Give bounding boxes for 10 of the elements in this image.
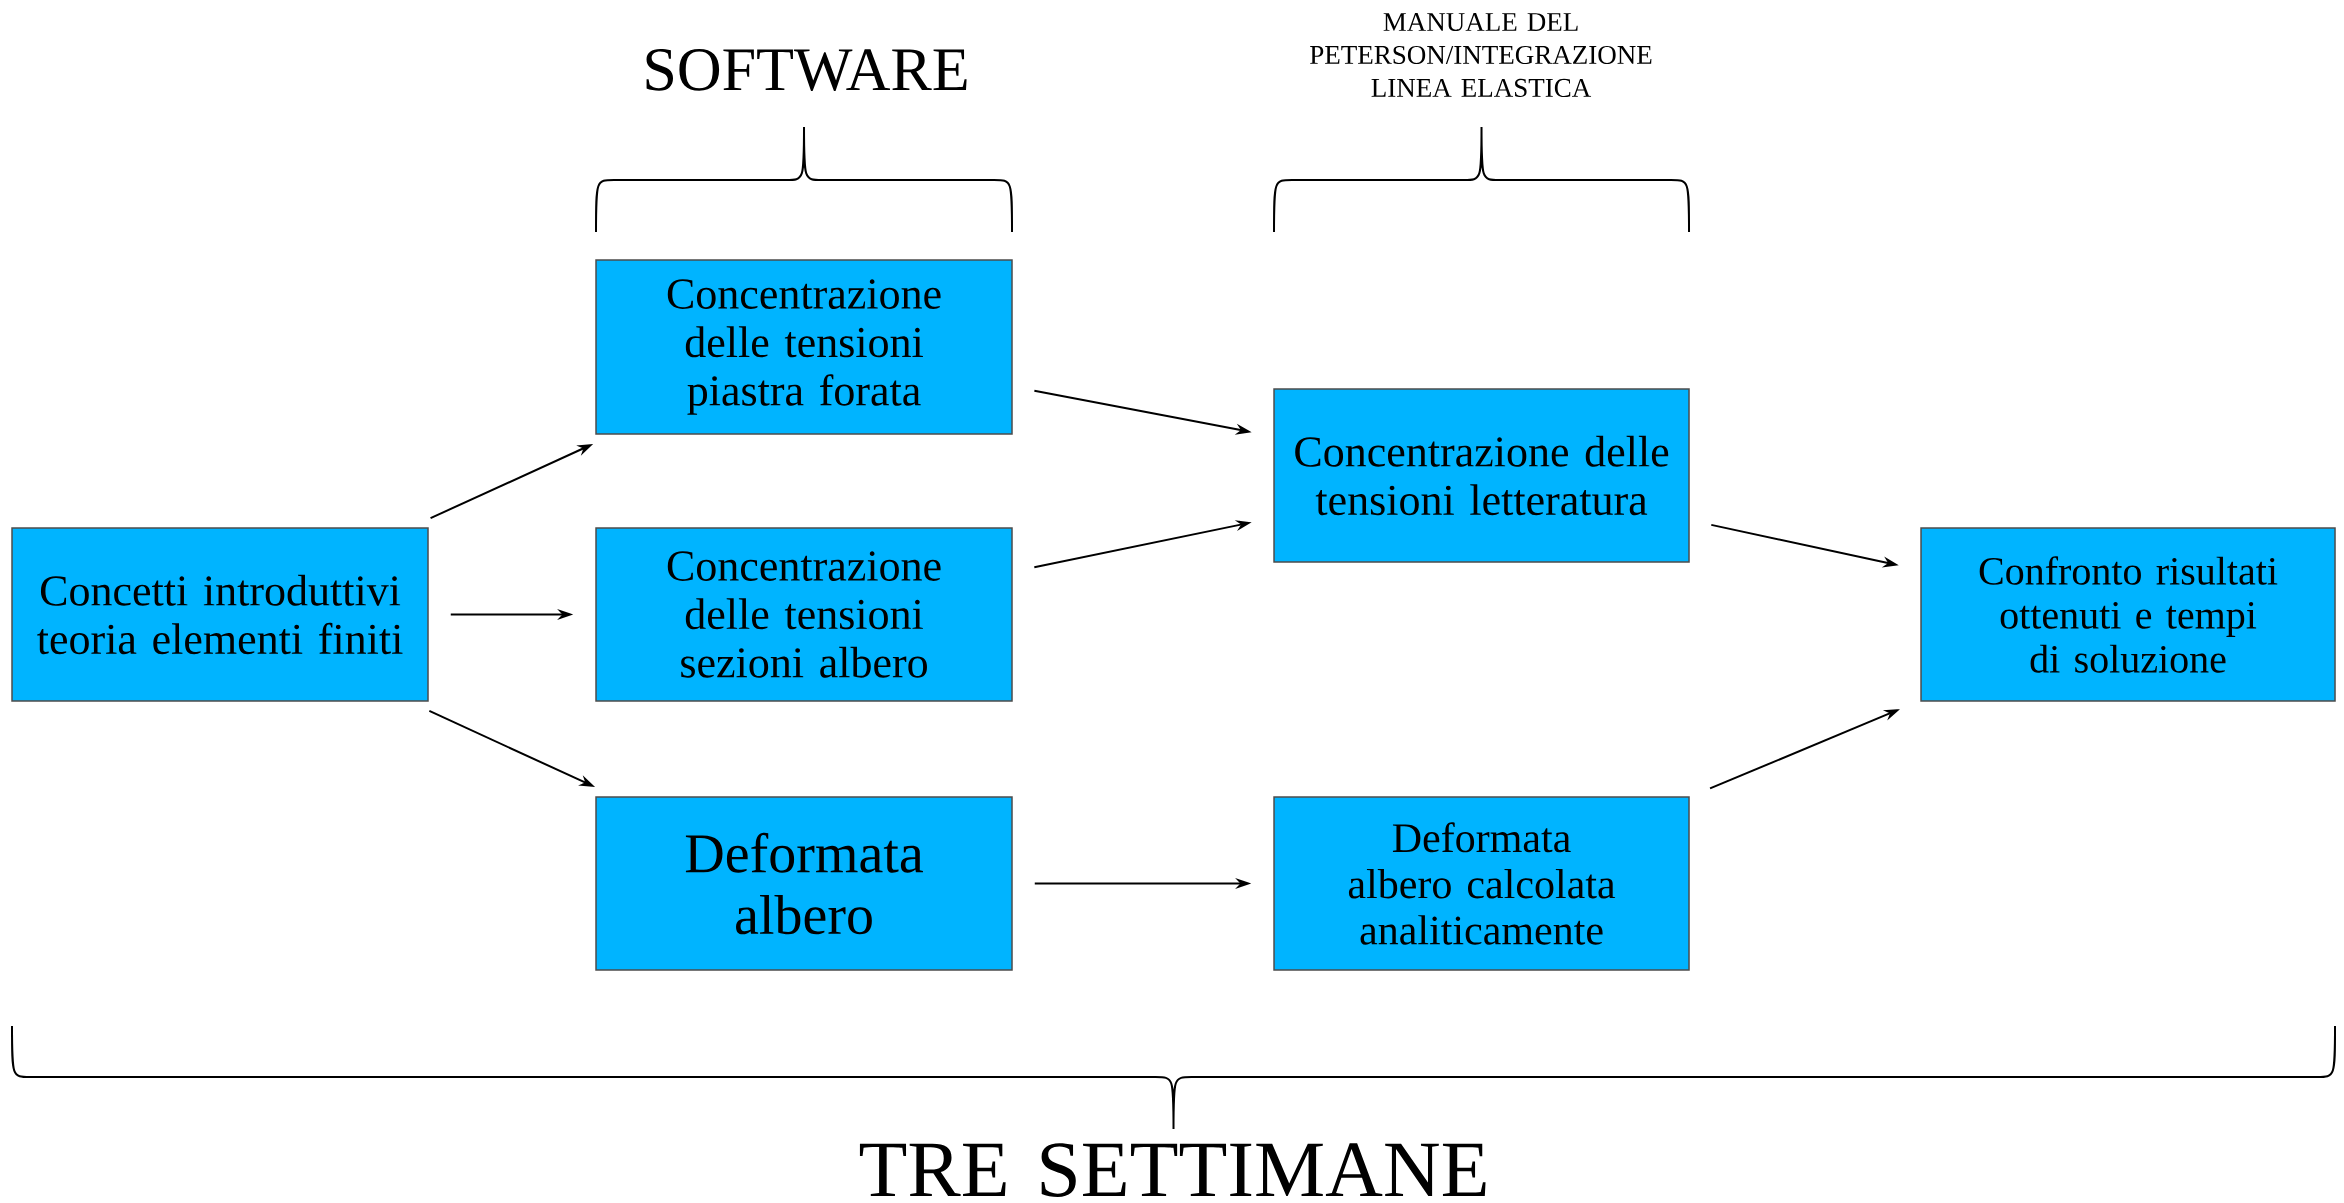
heading: TRE SETTIMANE (859, 1143, 1486, 1197)
process-box: Concentrazione delle tensioni piastra forata (595, 259, 1013, 435)
process-box: Confronto risultati ottenuti e tempi di soluzione (1920, 527, 2336, 702)
heading: SOFTWARE (646, 49, 967, 91)
heading: MANUALE DEL PETERSON/INTEGRAZIONE LINEA ELASTICA (1310, 13, 1652, 97)
process-box: Concentrazione delle tensioni sezioni albero (595, 527, 1013, 702)
process-box: Deformata albero calcolata analiticamente (1273, 796, 1690, 971)
process-box: Concentrazione delle tensioni letteratura (1273, 388, 1690, 563)
process-box: Concetti introduttivi teoria elementi finiti (11, 527, 429, 702)
process-box: Deformata albero (595, 796, 1013, 971)
